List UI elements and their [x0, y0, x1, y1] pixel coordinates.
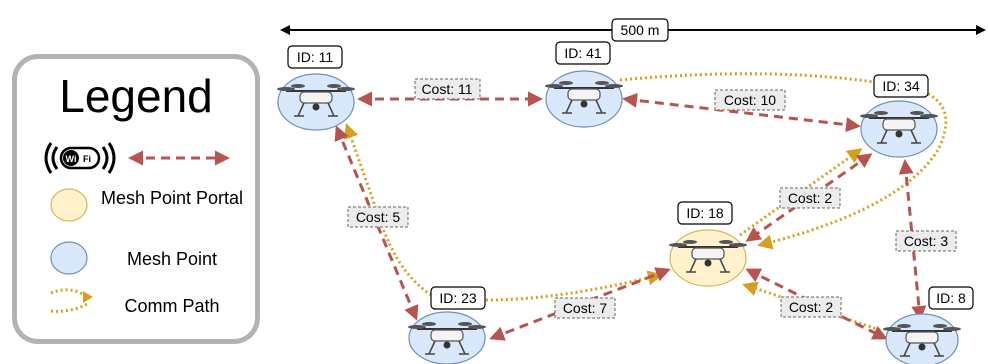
- node-id-label: ID: 8: [936, 290, 966, 306]
- node-id-label: ID: 18: [686, 205, 724, 221]
- svg-text:Cost: 10: Cost: 10: [724, 92, 776, 108]
- node-41: ID: 41: [544, 41, 624, 128]
- link-11-23: [334, 125, 419, 321]
- svg-text:Wi: Wi: [66, 154, 77, 164]
- legend: Legend Wi Fi Mesh Point Portal Mesh Poin…: [12, 54, 260, 344]
- node-8: ID: 8: [882, 286, 974, 364]
- cost-label-11-23: Cost: 5: [347, 206, 409, 228]
- svg-text:Cost: 2: Cost: 2: [789, 299, 834, 315]
- legend-comm-path: Comm Path: [124, 296, 220, 316]
- svg-text:Cost: 5: Cost: 5: [356, 209, 401, 225]
- node-id-label: ID: 41: [564, 45, 602, 61]
- cost-label-18-34: Cost: 2: [779, 187, 841, 209]
- link-18-34: [745, 153, 873, 242]
- node-23: ID: 23: [407, 286, 487, 364]
- portal-swatch: [50, 188, 88, 222]
- legend-mesh-point: Mesh Point: [126, 249, 218, 269]
- svg-text:Fi: Fi: [83, 154, 91, 164]
- cost-label-18-23: Cost: 7: [554, 297, 616, 319]
- mesh-point-swatch: [50, 241, 88, 275]
- node-34: ID: 34: [859, 74, 939, 158]
- legend-title: Legend: [59, 70, 213, 122]
- node-18: ID: 18: [668, 201, 748, 287]
- scale-label-box: [611, 18, 669, 42]
- scale-label: 500 m: [621, 22, 660, 38]
- legend-mesh-point-portal: Mesh Point Portal: [100, 188, 244, 208]
- comm-path-swatch: [50, 288, 90, 313]
- node-id-label: ID: 11: [297, 49, 334, 65]
- node-11: ID: 11: [276, 45, 356, 131]
- wifi-legend-row: Wi Fi: [44, 142, 230, 174]
- svg-text:Cost: 2: Cost: 2: [788, 190, 833, 206]
- cost-label-41-34: Cost: 10: [714, 89, 786, 111]
- svg-text:Cost: 3: Cost: 3: [904, 233, 949, 249]
- legend-symbols: [50, 188, 93, 313]
- wifi-icon: Wi Fi: [44, 142, 116, 174]
- svg-text:Cost: 7: Cost: 7: [563, 300, 608, 316]
- node-id-label: ID: 34: [882, 78, 920, 94]
- cost-label-34-8: Cost: 3: [895, 230, 957, 252]
- link-41-34: [622, 92, 861, 133]
- comm-path-23-18: [485, 270, 663, 302]
- svg-text:Cost: 11: Cost: 11: [421, 81, 472, 97]
- node-id-label: ID: 23: [439, 290, 477, 306]
- cost-label-18-8: Cost: 2: [780, 296, 842, 318]
- cost-label-11-41: Cost: 11: [414, 78, 481, 100]
